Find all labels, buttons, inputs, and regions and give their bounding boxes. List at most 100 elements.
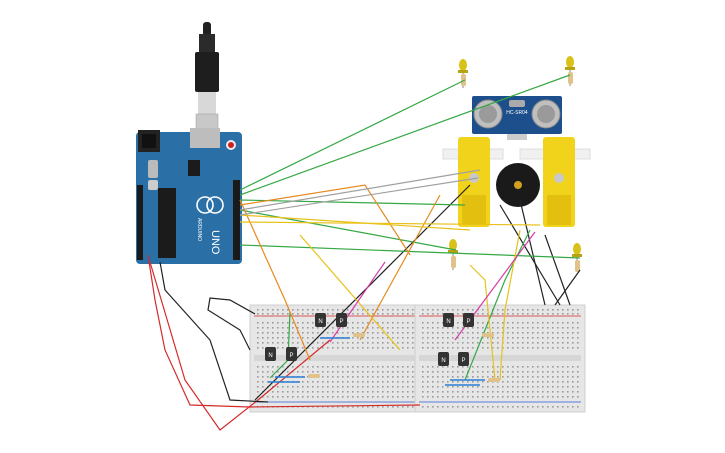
breadboard-hole <box>542 371 544 373</box>
breadboard-hole <box>517 342 519 344</box>
breadboard-hole <box>262 342 264 344</box>
svg-text:P: P <box>339 319 343 325</box>
breadboard-hole <box>477 386 479 388</box>
breadboard-hole <box>467 347 469 349</box>
breadboard-hole <box>257 347 259 349</box>
transistor-p-2[interactable]: P <box>286 347 297 361</box>
arduino-uno-board[interactable]: UNO ARDUINO <box>136 128 242 264</box>
breadboard-hole <box>347 342 349 344</box>
breadboard-hole <box>512 391 514 393</box>
breadboard-hole <box>422 381 424 383</box>
breadboard-hole <box>512 327 514 329</box>
breadboard-hole <box>552 386 554 388</box>
breadboard-hole <box>302 371 304 373</box>
breadboard-hole <box>352 327 354 329</box>
wires <box>147 74 581 431</box>
breadboard-hole <box>457 391 459 393</box>
breadboard-hole <box>312 386 314 388</box>
breadboard-hole <box>267 322 269 324</box>
breadboard-hole <box>347 332 349 334</box>
breadboard-hole <box>337 386 339 388</box>
breadboard-hole <box>577 396 579 398</box>
motor-right[interactable] <box>519 137 591 227</box>
breadboard-hole <box>457 342 459 344</box>
wire-black-diag-2 <box>519 199 546 306</box>
breadboard-hole <box>287 342 289 344</box>
resistor-led-mid-right[interactable] <box>575 260 580 272</box>
breadboard-hole <box>382 342 384 344</box>
breadboard-hole <box>342 366 344 368</box>
breadboard-hole <box>352 376 354 378</box>
resistor-led-mid-left[interactable] <box>451 256 456 268</box>
breadboard-hole <box>457 386 459 388</box>
breadboard-hole <box>327 376 329 378</box>
transistor-n-1[interactable]: N <box>315 313 326 327</box>
transistor-n-2[interactable]: N <box>265 347 276 361</box>
resistor-led-top-left[interactable] <box>461 74 466 86</box>
breadboard-hole <box>367 396 369 398</box>
breadboard-hole <box>427 376 429 378</box>
breadboard-hole <box>302 332 304 334</box>
breadboard-hole <box>457 406 459 408</box>
breadboard-hole <box>327 381 329 383</box>
resistor-bb-1[interactable] <box>353 333 365 337</box>
resistor-bb-2[interactable] <box>308 374 320 378</box>
breadboard-hole <box>522 337 524 339</box>
breadboard-hole <box>387 313 389 315</box>
breadboard-hole <box>382 406 384 408</box>
breadboard-hole <box>507 332 509 334</box>
resistor-bb-3[interactable] <box>482 333 494 337</box>
transistor-n-3[interactable]: N <box>443 313 454 327</box>
breadboard-hole <box>432 366 434 368</box>
breadboard-hole <box>422 366 424 368</box>
transistor-p-1[interactable]: P <box>336 313 347 327</box>
breadboard-hole <box>537 366 539 368</box>
breadboard-hole <box>422 386 424 388</box>
breadboard-hole <box>392 371 394 373</box>
breadboard-hole <box>277 313 279 315</box>
breadboard-hole <box>542 406 544 408</box>
ultrasonic-sensor[interactable]: HC-SR04 <box>472 96 562 140</box>
breadboard-hole <box>327 396 329 398</box>
breadboard-hole <box>537 327 539 329</box>
breadboard-hole <box>327 309 329 311</box>
breadboard-hole <box>372 396 374 398</box>
breadboard-hole <box>572 381 574 383</box>
transistor-p-3[interactable]: P <box>463 313 474 327</box>
motor-left[interactable] <box>442 137 504 227</box>
breadboard-hole <box>372 406 374 408</box>
breadboard-hole <box>512 342 514 344</box>
breadboard-hole <box>277 371 279 373</box>
breadboard-hole <box>527 327 529 329</box>
transistor-n-4[interactable]: N <box>438 352 449 366</box>
breadboard-hole <box>267 342 269 344</box>
breadboard-hole <box>442 337 444 339</box>
breadboard-hole <box>487 332 489 334</box>
breadboard-hole <box>522 332 524 334</box>
breadboard-hole <box>497 366 499 368</box>
breadboard-hole <box>312 391 314 393</box>
breadboard-hole <box>427 381 429 383</box>
svg-text:N: N <box>268 353 272 359</box>
breadboard-hole <box>572 322 574 324</box>
breadboard-hole <box>457 371 459 373</box>
breadboard-hole <box>367 322 369 324</box>
transistor-p-4[interactable]: P <box>458 352 469 366</box>
breadboard-hole <box>302 313 304 315</box>
breadboard-hole <box>317 309 319 311</box>
breadboard-hole <box>472 391 474 393</box>
breadboard-hole <box>272 342 274 344</box>
breadboard-hole <box>312 366 314 368</box>
breadboard-hole <box>427 337 429 339</box>
breadboard-hole <box>517 406 519 408</box>
breadboard-hole <box>282 309 284 311</box>
breadboard-hole <box>542 366 544 368</box>
breadboard-hole <box>562 391 564 393</box>
breadboard-hole <box>507 381 509 383</box>
breadboard-hole <box>332 342 334 344</box>
breadboard-hole <box>517 371 519 373</box>
resistor-led-top-right[interactable] <box>568 72 573 84</box>
breadboard-hole <box>397 381 399 383</box>
resistor-bb-4[interactable] <box>488 378 500 382</box>
piezo-buzzer[interactable] <box>496 163 540 207</box>
